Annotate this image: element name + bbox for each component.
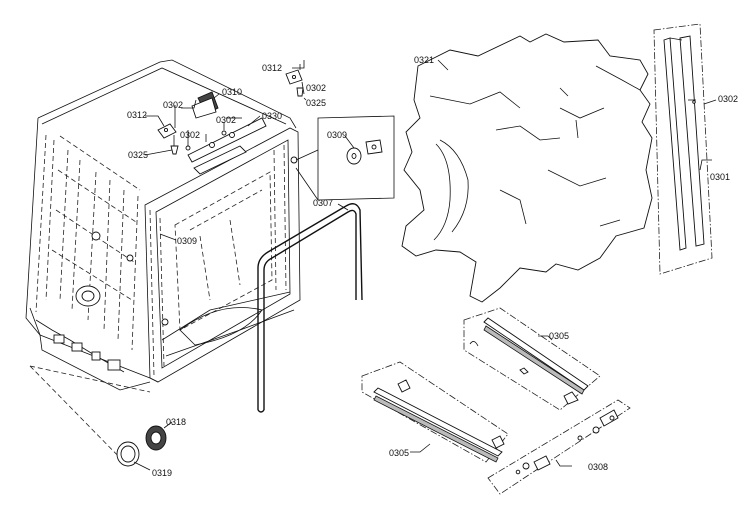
side-trim-0301: [653, 23, 713, 275]
wheel-kit-0308: [487, 399, 631, 495]
rail-0305-lower: [361, 361, 509, 463]
label-0308: 0308: [588, 462, 608, 472]
label-0302-top: 0302: [306, 83, 326, 93]
label-0309-tub: 0309: [177, 236, 197, 246]
rail-0305-upper: [463, 307, 601, 411]
label-0330: 0330: [262, 111, 282, 121]
label-0318: 0318: [166, 417, 186, 427]
fastener-group-left: [157, 105, 227, 155]
label-0302-right: 0302: [718, 94, 738, 104]
label-0325-top: 0325: [306, 98, 326, 108]
callout-box-0309: [295, 115, 395, 201]
label-0302-lower: 0302: [180, 130, 200, 140]
label-0312-left: 0312: [127, 110, 147, 120]
insulation-blanket-0321: [401, 33, 653, 303]
label-0305-lower: 0305: [389, 448, 409, 458]
label-0302-mid: 0302: [216, 115, 236, 125]
label-0312-top: 0312: [262, 63, 282, 73]
label-0325-left: 0325: [128, 150, 148, 160]
label-0310: 0310: [222, 87, 242, 97]
label-0301: 0301: [710, 172, 730, 182]
dishwasher-tub: [25, 59, 301, 391]
drain-wheel-0318-ring-0319: [29, 365, 167, 467]
label-0307: 0307: [313, 198, 333, 208]
fastener-group-top: [285, 64, 304, 97]
label-0309-callout: 0309: [327, 130, 347, 140]
label-0305-upper: 0305: [549, 331, 569, 341]
leader-lines: [133, 59, 717, 471]
label-0302-left: 0302: [163, 100, 183, 110]
door-seal-0307: [257, 203, 363, 413]
label-0319: 0319: [152, 468, 172, 478]
label-0321: 0321: [414, 55, 434, 65]
